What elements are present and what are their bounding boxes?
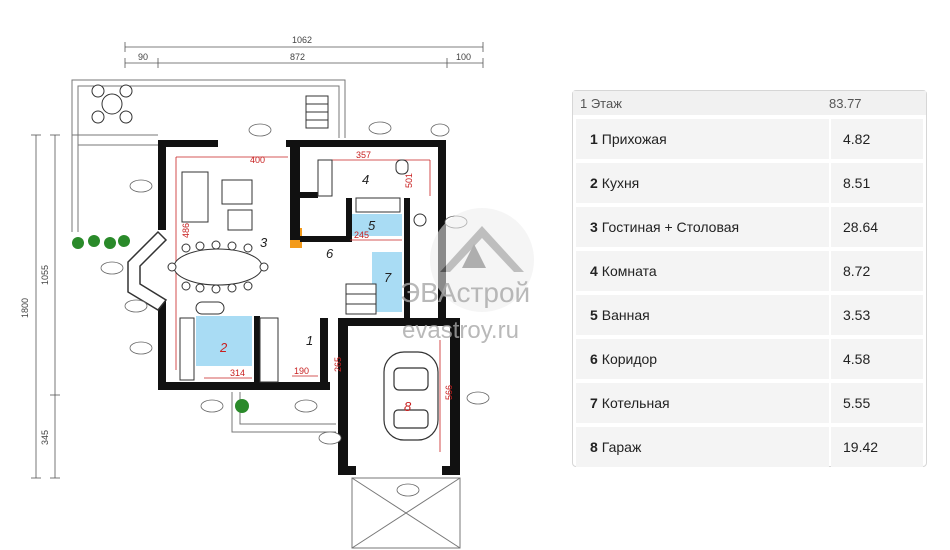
- room-area: 28.64: [831, 207, 923, 247]
- room-area: 5.55: [831, 383, 923, 423]
- dim-left-bottom: 345: [40, 430, 50, 445]
- boiler-highlight: [372, 252, 402, 312]
- room-name: Гостиная + Столовая: [601, 219, 740, 235]
- dim-left-total: 1800: [20, 298, 30, 318]
- room-number-6: 6: [326, 246, 334, 261]
- dim-top-middle: 872: [290, 52, 305, 62]
- room-name: Гараж: [601, 439, 642, 455]
- room-highlights: [196, 214, 402, 366]
- dim-400: 400: [250, 155, 265, 165]
- room-area: 3.53: [831, 295, 923, 335]
- plant-icons: [72, 235, 249, 413]
- room-num: 8: [590, 439, 598, 455]
- dim-314: 314: [230, 368, 245, 378]
- terrace: [71, 79, 346, 232]
- patio-table-icon: [91, 84, 133, 124]
- room-number-5: 5: [368, 218, 376, 233]
- room-name: Коридор: [601, 351, 658, 367]
- room-name: Кухня: [601, 175, 640, 191]
- room-number-2: 2: [219, 340, 228, 355]
- table-header: 1 Этаж 83.77: [573, 91, 926, 115]
- room-number-1: 1: [306, 333, 313, 348]
- car-icon: [383, 351, 439, 441]
- dim-265: 265: [333, 357, 343, 372]
- room-num: 7: [590, 395, 598, 411]
- room-area: 19.42: [831, 427, 923, 467]
- room-area: 8.72: [831, 251, 923, 291]
- dim-501: 501: [404, 173, 414, 188]
- dim-top-left: 90: [138, 52, 148, 62]
- floor-label: 1 Этаж: [580, 95, 622, 111]
- dim-190: 190: [294, 366, 309, 376]
- room-number-7: 7: [384, 270, 392, 285]
- watermark-brand: ЭВАстрой: [400, 277, 530, 308]
- dim-566: 566: [444, 385, 454, 400]
- room-name: Котельная: [601, 395, 670, 411]
- driveway: [351, 477, 461, 549]
- entrance-steps: [231, 392, 336, 433]
- floor-plan: 1062 90 872 100 1800 1055 345: [20, 35, 534, 549]
- dim-245: 245: [354, 230, 369, 240]
- room-num: 6: [590, 351, 598, 367]
- watermark-logo: [430, 208, 534, 312]
- room-number-8: 8: [404, 399, 412, 414]
- coffee-table-icon: [221, 179, 253, 205]
- room-num: 1: [590, 131, 598, 147]
- room-number-3: 3: [260, 235, 268, 250]
- room-name: Комната: [601, 263, 657, 279]
- room-area: 4.58: [831, 339, 923, 379]
- dimension-lines: [31, 42, 484, 479]
- dining-table-icon: [173, 248, 263, 286]
- room-name: Ванная: [601, 307, 650, 323]
- furniture: [167, 159, 427, 383]
- interior-dimensions: [175, 156, 441, 452]
- room-name: Прихожая: [601, 131, 667, 147]
- bathroom-highlight: [350, 214, 402, 236]
- bay-wall: [127, 230, 168, 311]
- sink-icon: [413, 213, 427, 227]
- toilet-icon: [395, 159, 409, 175]
- room-number-4: 4: [362, 172, 369, 187]
- armchair-icon: [227, 209, 253, 231]
- dim-top-total: 1062: [292, 35, 312, 45]
- room-num: 4: [590, 263, 598, 279]
- room-num: 2: [590, 175, 598, 191]
- patio-bench-icon: [305, 95, 329, 129]
- dim-357: 357: [356, 150, 371, 160]
- room-num: 5: [590, 307, 598, 323]
- dim-left-inner: 1055: [40, 265, 50, 285]
- room-num: 3: [590, 219, 598, 235]
- stairs-icon: [345, 283, 377, 315]
- room-area: 8.51: [831, 163, 923, 203]
- dim-486: 486: [181, 223, 191, 238]
- room-area: 4.82: [831, 119, 923, 159]
- sofa-icon: [181, 171, 209, 223]
- kitchen-counter-icon: [259, 317, 279, 383]
- kitchen-highlight: [196, 316, 252, 366]
- watermark-site: evastroy.ru: [402, 317, 519, 344]
- floor-total-area: 83.77: [829, 95, 862, 111]
- dim-top-right: 100: [456, 52, 471, 62]
- bathtub-icon: [355, 197, 401, 213]
